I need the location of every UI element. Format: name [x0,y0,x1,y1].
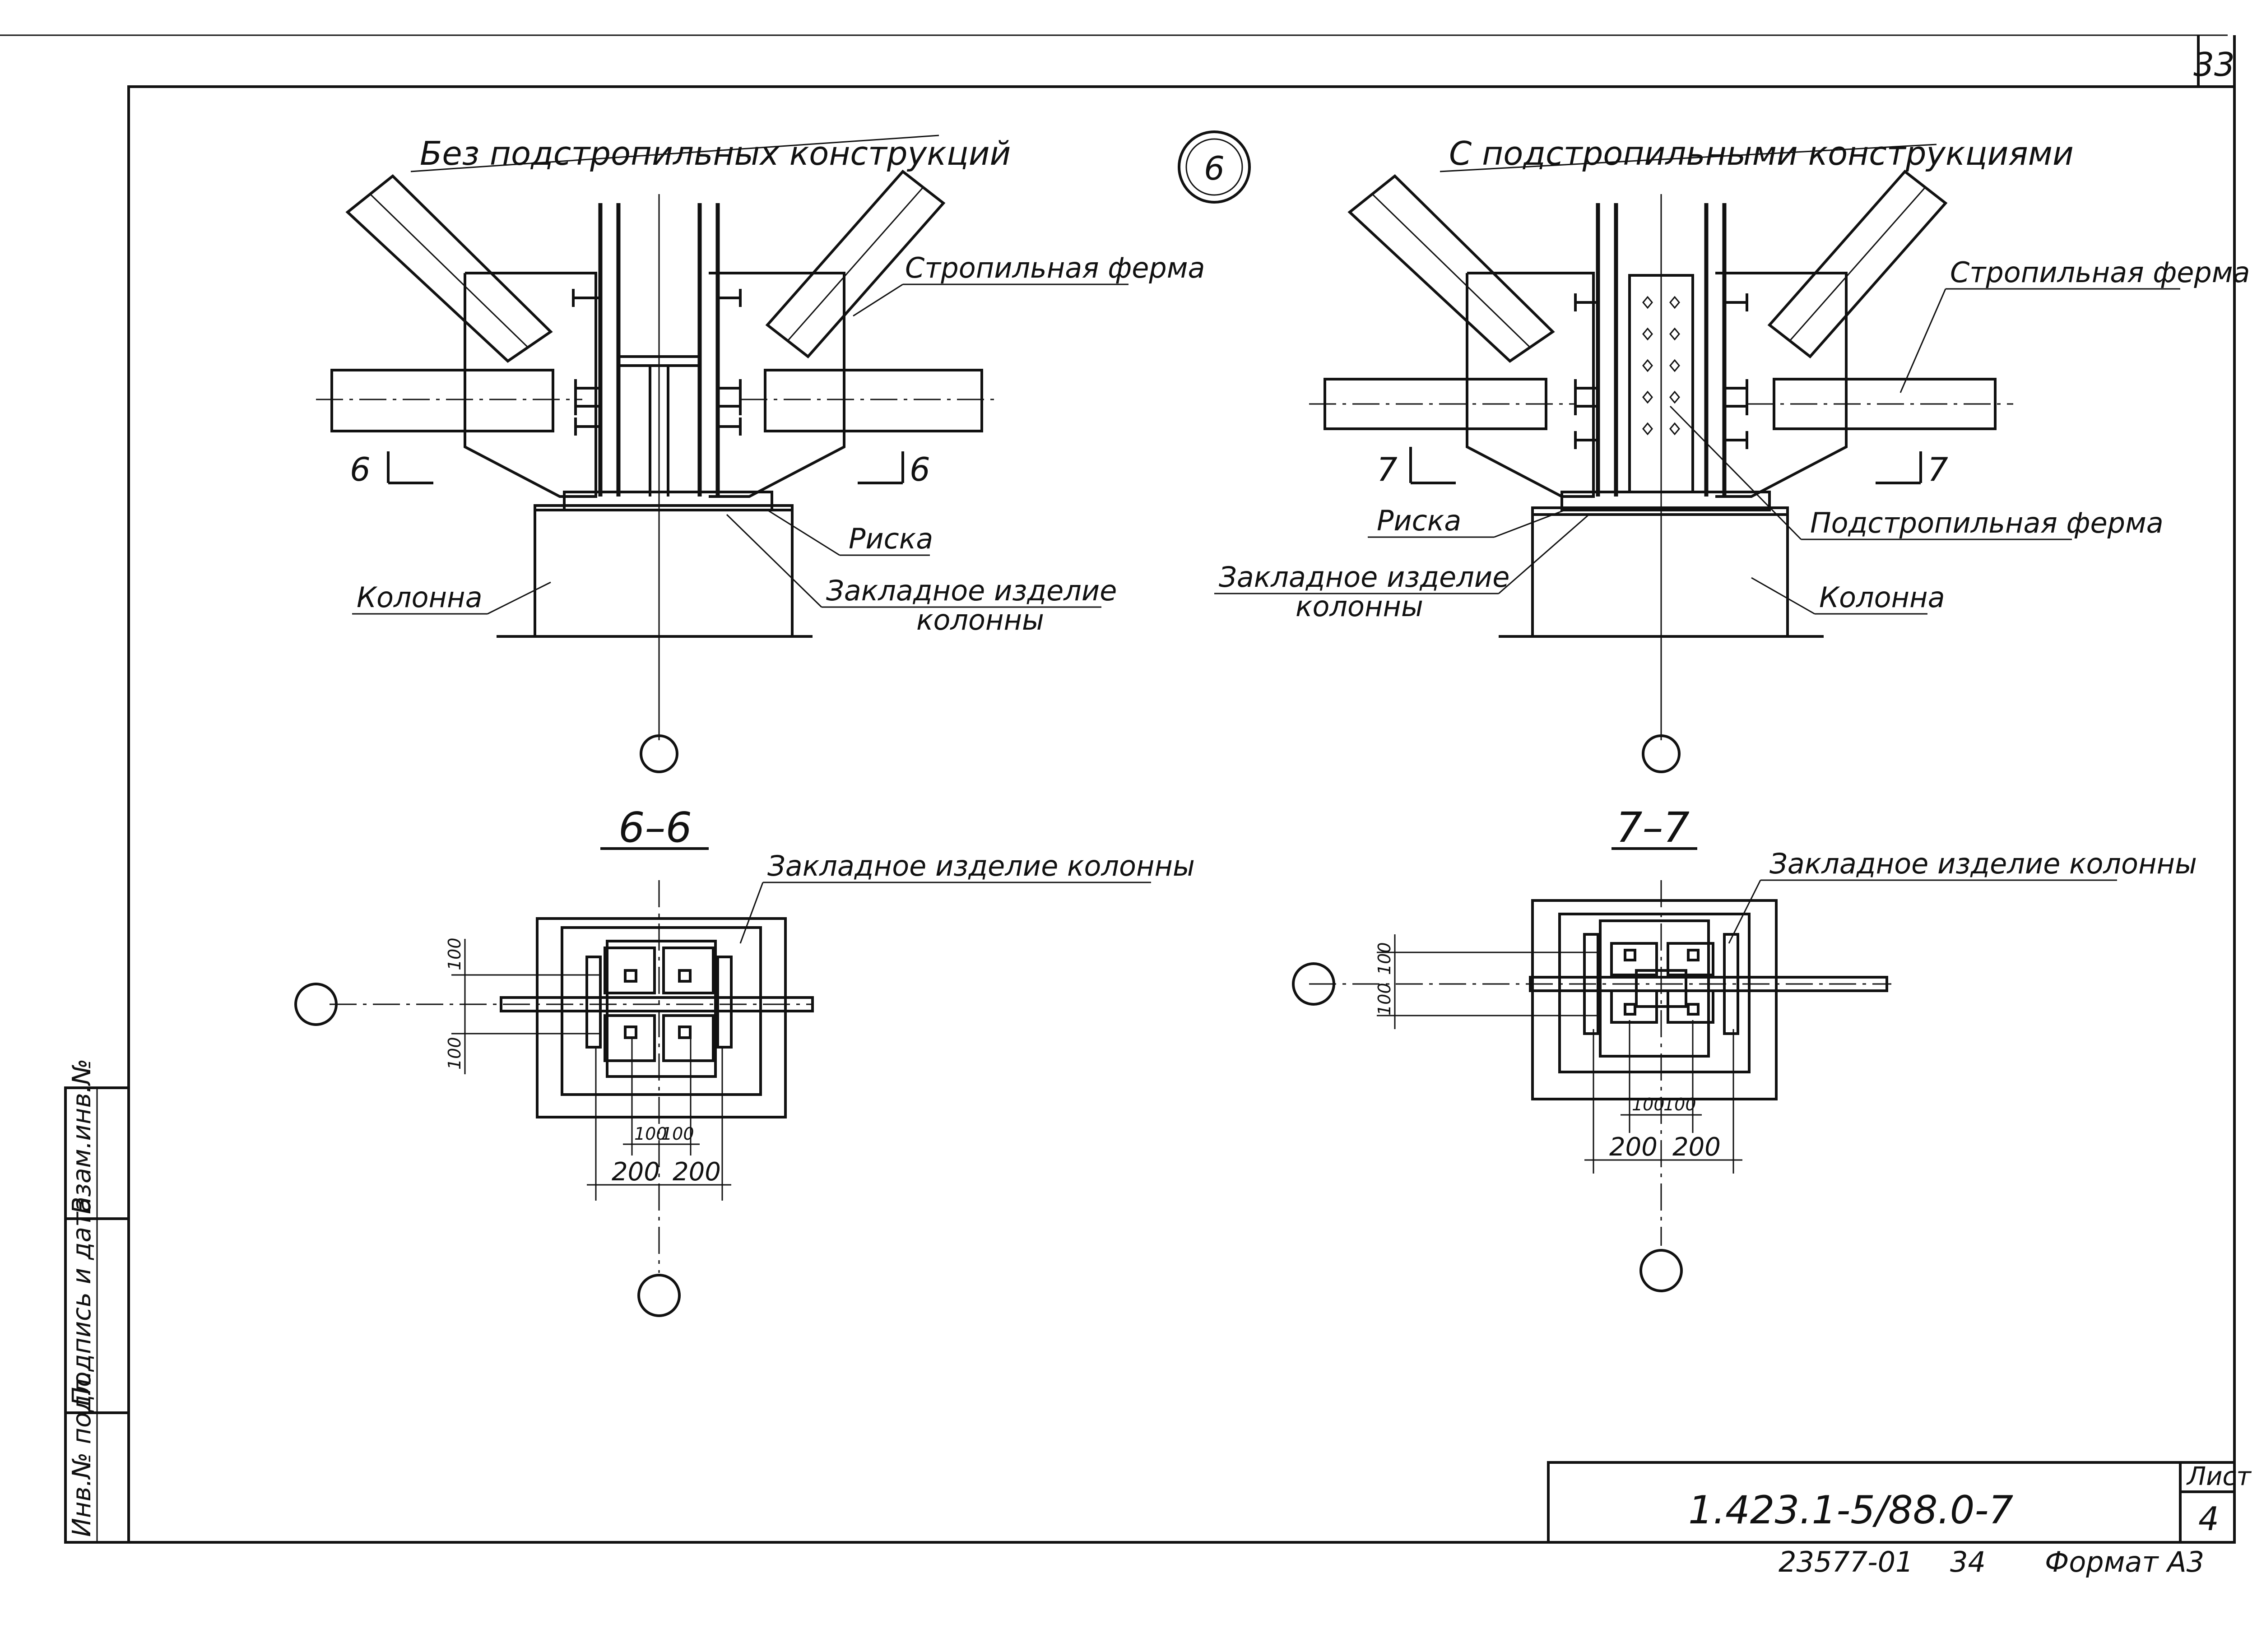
left-cut-mark-b: 6 [910,450,930,488]
right-subtruss-label: Подстропильная ферма [1810,506,2164,539]
section-6-dim-v-top: 100 [445,937,464,970]
section-7-title: 7–7 [1616,803,1690,852]
right-embed-label-1: Закладное изделие [1219,561,1509,594]
left-truss-label: Стропильная ферма [905,251,1205,284]
right-node: С подстропильными конструкциями [1214,135,2250,773]
footer-num: 34 [1950,1545,1986,1578]
left-embed-label-2: колонны [916,603,1044,636]
section-6-6: 6–6 Закладное изделие колонны 100 100 [294,803,1195,1317]
right-cut-mark-a: 7 [1377,450,1398,488]
section-7-dim-v-bottom: 100 [1375,983,1394,1016]
section-7-embed-label: Закладное изделие колонны [1769,847,2197,880]
list-number: 4 [2198,1500,2219,1538]
list-label: Лист [2186,1462,2252,1491]
right-embed-label-2: колонны [1296,590,1423,623]
section-7-dim-v-top: 100 [1375,942,1394,975]
stamp-inv: Инв.№ подл. [67,1370,97,1537]
section-6-dim-h100a: 100 [634,1124,667,1144]
format-label: Формат А3 [2045,1545,2204,1578]
section-7-dim-h100a: 100 [1632,1095,1665,1114]
right-riska-label: Риска [1377,504,1461,537]
section-6-dim-v-bottom: 100 [445,1037,464,1070]
left-column-label: Колонна [357,581,483,614]
node-marker: 6 [1178,130,1251,204]
left-embed-label-1: Закладное изделие [826,574,1117,607]
right-truss-label: Стропильная ферма [1950,256,2250,289]
section-6-dim-h200a: 200 [612,1157,660,1187]
section-7-7: 7–7 Закладное изделие колонны 100 100 [1292,803,2197,1292]
right-cut-mark-b: 7 [1927,450,1948,488]
section-6-title: 6–6 [618,803,692,852]
section-6-dim-h200b: 200 [673,1157,721,1187]
page-number: 33 [2193,46,2235,84]
section-6-dim-h100b: 100 [661,1124,694,1144]
stamp-sign: Подпись и дата [67,1197,97,1406]
section-7-dim-h200b: 200 [1672,1132,1721,1162]
sheet-frame: 33 [0,34,2236,1544]
left-node: Без подстропильных конструкций [316,135,1205,773]
doc-code: 1.423.1-5/88.0-7 [1688,1488,2013,1533]
left-riska-label: Риска [849,522,933,555]
section-6-embed-label: Закладное изделие колонны [767,849,1195,882]
side-stamp: Взам.инв.№ Подпись и дата Инв.№ подл. [64,1058,130,1544]
title-block: 1.423.1-5/88.0-7 Лист 4 23577-01 34 Форм… [1547,1461,2252,1578]
left-cut-mark-a: 6 [350,450,371,488]
section-7-dim-h100b: 100 [1663,1095,1696,1114]
left-node-title: Без подстропильных конструкций [420,135,1011,172]
right-column-label: Колонна [1819,581,1945,614]
node-number: 6 [1204,149,1225,187]
footer-id: 23577-01 [1779,1545,1913,1578]
stamp-vzam: Взам.инв.№ [67,1058,97,1214]
section-7-dim-h200a: 200 [1609,1132,1658,1162]
